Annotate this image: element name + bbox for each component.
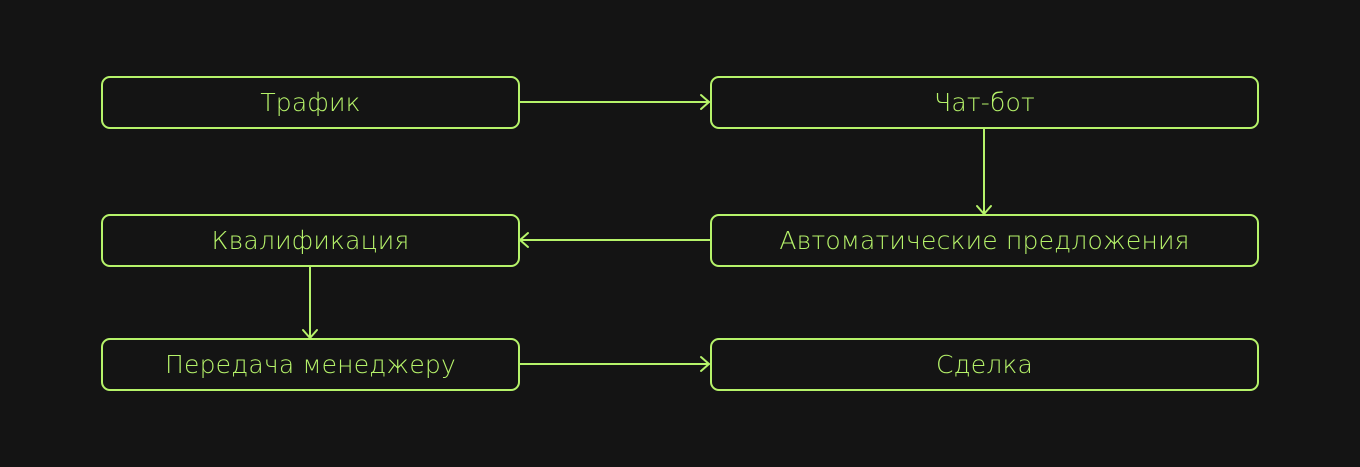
node-auto-offers: Автоматические предложения [710, 214, 1259, 267]
node-label: Квалификация [211, 226, 410, 255]
node-handoff: Передача менеджеру [101, 338, 520, 391]
node-label: Чат-бот [934, 88, 1035, 117]
arrow-chatbot-to-auto-offers [976, 127, 992, 215]
arrow-auto-offers-to-qualification [519, 232, 711, 248]
node-label: Трафик [260, 88, 361, 117]
arrow-qualification-to-handoff [302, 265, 318, 339]
node-label: Сделка [935, 350, 1034, 379]
node-label: Автоматические предложения [779, 226, 1190, 255]
node-chatbot: Чат-бот [710, 76, 1259, 129]
arrow-traffic-to-chatbot [518, 94, 710, 110]
node-deal: Сделка [710, 338, 1259, 391]
node-traffic: Трафик [101, 76, 520, 129]
node-label: Передача менеджеру [165, 350, 456, 379]
arrow-handoff-to-deal [518, 356, 710, 372]
node-qualification: Квалификация [101, 214, 520, 267]
